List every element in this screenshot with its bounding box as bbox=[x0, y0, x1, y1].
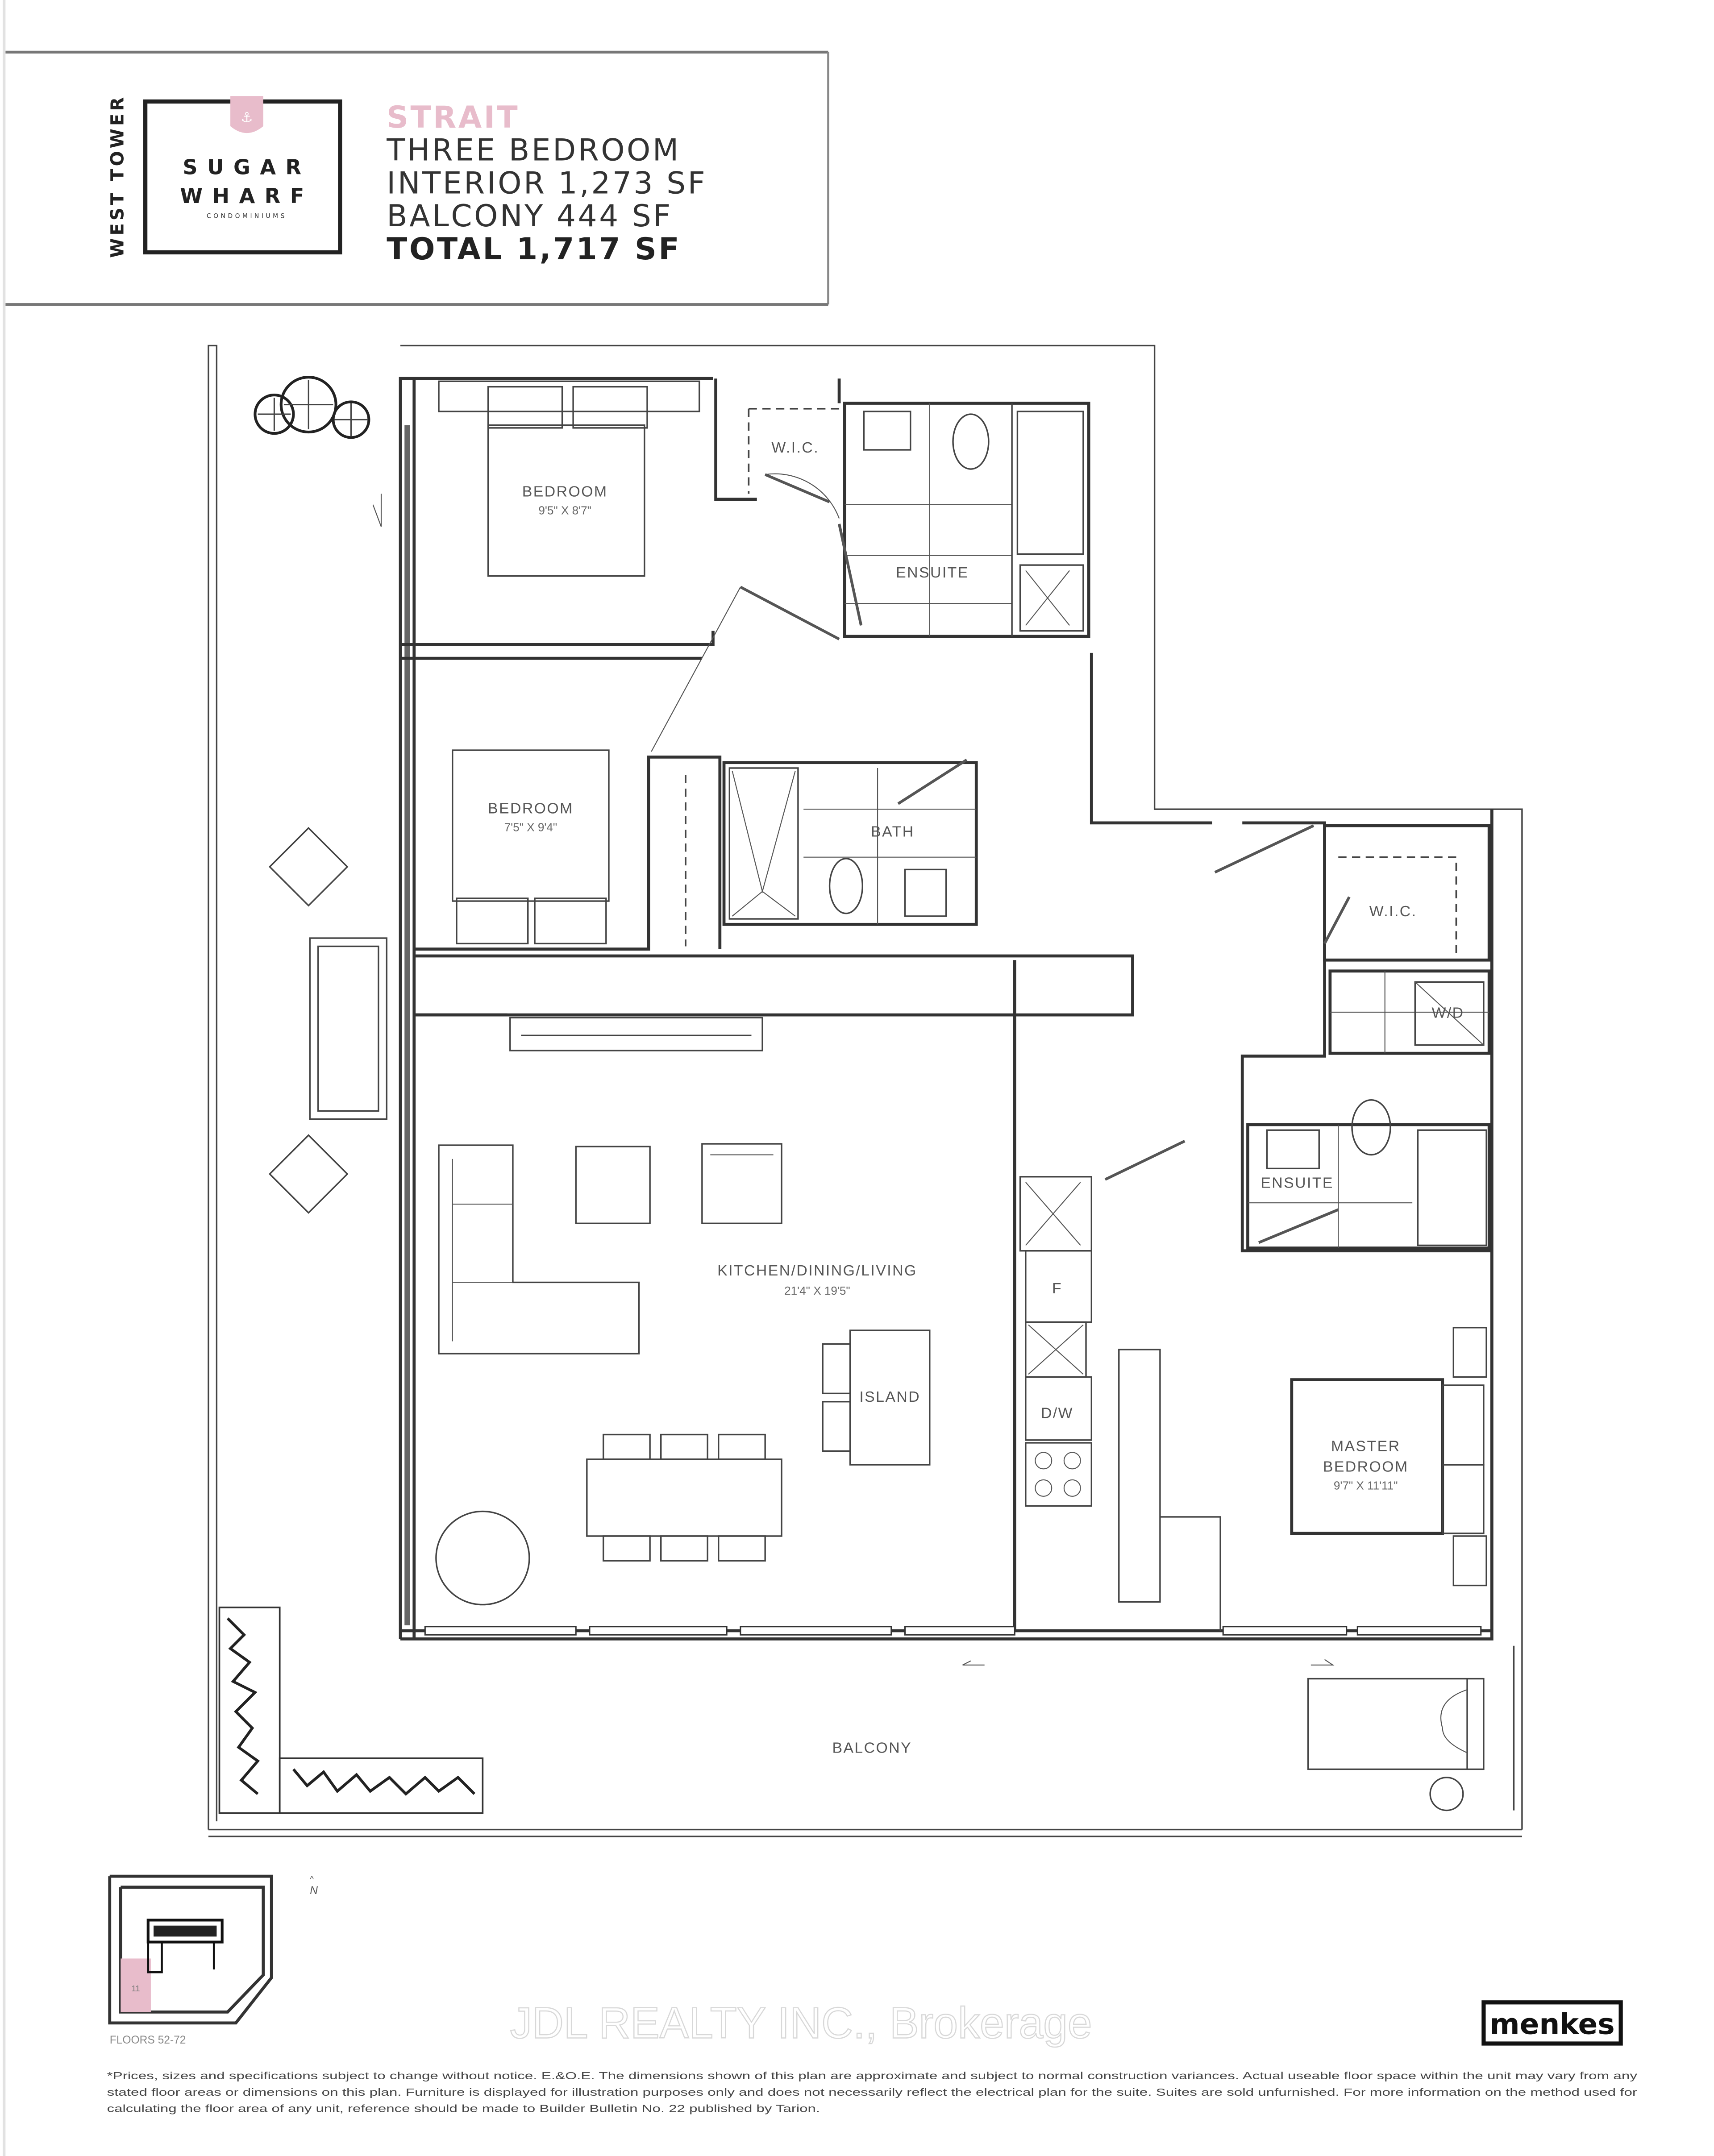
arrow-icon bbox=[1310, 1659, 1335, 1666]
door-swing bbox=[764, 473, 830, 503]
bedroom-2-label: BEDROOM bbox=[488, 800, 574, 817]
header-panel: WEST TOWER ⚓ SUGAR WHARF CONDOMINIUMS ST… bbox=[3, 0, 829, 2156]
wic-2-label: W.I.C. bbox=[1369, 903, 1417, 920]
terrace-outline bbox=[208, 345, 1523, 1837]
wic-1: W.I.C. bbox=[714, 378, 841, 519]
logo-sugar: SUGAR bbox=[183, 155, 311, 179]
bedroom-1: BEDROOM 9'5" X 8'7" bbox=[438, 380, 700, 577]
floors-label: FLOORS 52-72 bbox=[110, 2034, 186, 2046]
svg-text:^: ^ bbox=[310, 1874, 314, 1883]
bath: BATH bbox=[722, 758, 978, 926]
bedroom-2-dim: 7'5" X 9'4" bbox=[504, 820, 557, 834]
master-bedroom: MASTER BEDROOM 9'7" X 11'11" bbox=[1290, 1327, 1487, 1587]
kdl-dim: 21'4" X 19'5" bbox=[784, 1284, 850, 1297]
daybed-icon bbox=[1307, 1678, 1485, 1811]
disclaimer: *Prices, sizes and specifications subjec… bbox=[107, 2070, 1638, 2114]
master-dim: 9'7" X 11'11" bbox=[1334, 1479, 1398, 1492]
balcony-area: BALCONY 444 SF bbox=[387, 198, 673, 233]
master-label-1: MASTER bbox=[1331, 1437, 1400, 1454]
unit-highlight bbox=[121, 1958, 151, 2012]
arrow-icon bbox=[962, 1660, 985, 1666]
logo-wharf: WHARF bbox=[180, 184, 314, 208]
windows bbox=[424, 1626, 1482, 1636]
outdoor-sofa-icon bbox=[309, 937, 387, 1120]
disclaimer-line-2: stated floor areas or dimensions on this… bbox=[107, 2086, 1638, 2098]
keyplan-unit-number: 11 bbox=[132, 1984, 140, 1993]
plant-cluster-icon bbox=[254, 376, 370, 439]
suite-type: THREE BEDROOM bbox=[386, 133, 680, 168]
fridge-label: F bbox=[1052, 1280, 1062, 1297]
bedroom-1-label: BEDROOM bbox=[522, 483, 608, 500]
brokerage-watermark: JDL REALTY INC., Brokerage bbox=[510, 1998, 1092, 2048]
kdl-label: KITCHEN/DINING/LIVING bbox=[717, 1262, 917, 1279]
ensuite-2: ENSUITE bbox=[1246, 1099, 1491, 1250]
island-label: ISLAND bbox=[859, 1388, 920, 1405]
terrace-furniture: BALCONY bbox=[218, 376, 1485, 1814]
disclaimer-line-1: *Prices, sizes and specifications subjec… bbox=[107, 2070, 1638, 2081]
dishwasher-label: D/W bbox=[1041, 1405, 1073, 1422]
logo-condominiums: CONDOMINIUMS bbox=[207, 213, 287, 220]
bedroom-1-dim: 9'5" X 8'7" bbox=[538, 503, 591, 517]
ensuite-1-label: ENSUITE bbox=[896, 564, 969, 581]
master-label-2: BEDROOM bbox=[1323, 1458, 1409, 1475]
north-arrow-icon: N bbox=[310, 1885, 318, 1897]
total-area: TOTAL 1,717 SF bbox=[387, 231, 681, 266]
menkes-logo: menkes bbox=[1481, 2000, 1623, 2046]
wic-2: W.I.C. bbox=[1214, 824, 1491, 962]
brand-name: menkes bbox=[1489, 2007, 1614, 2041]
disclaimer-line-3: calculating the floor area of any unit, … bbox=[107, 2103, 820, 2114]
key-plan: 11 FLOORS 52-72 N ^ bbox=[108, 1874, 318, 2046]
bath-label: BATH bbox=[871, 823, 914, 840]
sugar-wharf-logo: ⚓ SUGAR WHARF CONDOMINIUMS bbox=[143, 96, 342, 255]
arrow-icon bbox=[372, 494, 382, 527]
planter-hedge-icon bbox=[218, 1606, 484, 1814]
ensuite-2-label: ENSUITE bbox=[1261, 1174, 1334, 1191]
interior-area: INTERIOR 1,273 SF bbox=[387, 165, 707, 200]
bedroom-2: BEDROOM 7'5" X 9'4" bbox=[452, 749, 686, 947]
lounge-chair-icon bbox=[268, 827, 349, 1214]
anchor-icon bbox=[230, 96, 263, 133]
wic-1-label: W.I.C. bbox=[771, 439, 819, 456]
svg-text:⚓: ⚓ bbox=[241, 110, 253, 126]
tower-label: WEST TOWER bbox=[107, 95, 128, 258]
suite-name: STRAIT bbox=[387, 100, 520, 135]
ensuite-1: ENSUITE bbox=[651, 402, 1090, 752]
balcony-label: BALCONY bbox=[832, 1739, 912, 1756]
kitchen-dining-living: KITCHEN/DINING/LIVING 21'4" X 19'5" ISLA… bbox=[435, 1140, 1221, 1631]
laundry: W/D bbox=[1328, 969, 1491, 1055]
wd-label: W/D bbox=[1432, 1004, 1464, 1021]
